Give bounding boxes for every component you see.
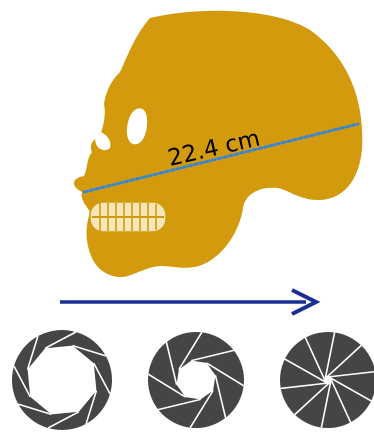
skull: 22.4 cm [74, 11, 362, 277]
direction-arrow [60, 290, 316, 314]
teeth [90, 202, 166, 232]
aperture-icon-half-open [148, 332, 244, 428]
aperture-icon-wide-open [12, 330, 112, 430]
aperture-icon-nearly-closed [280, 332, 374, 428]
aperture-row [12, 330, 374, 430]
